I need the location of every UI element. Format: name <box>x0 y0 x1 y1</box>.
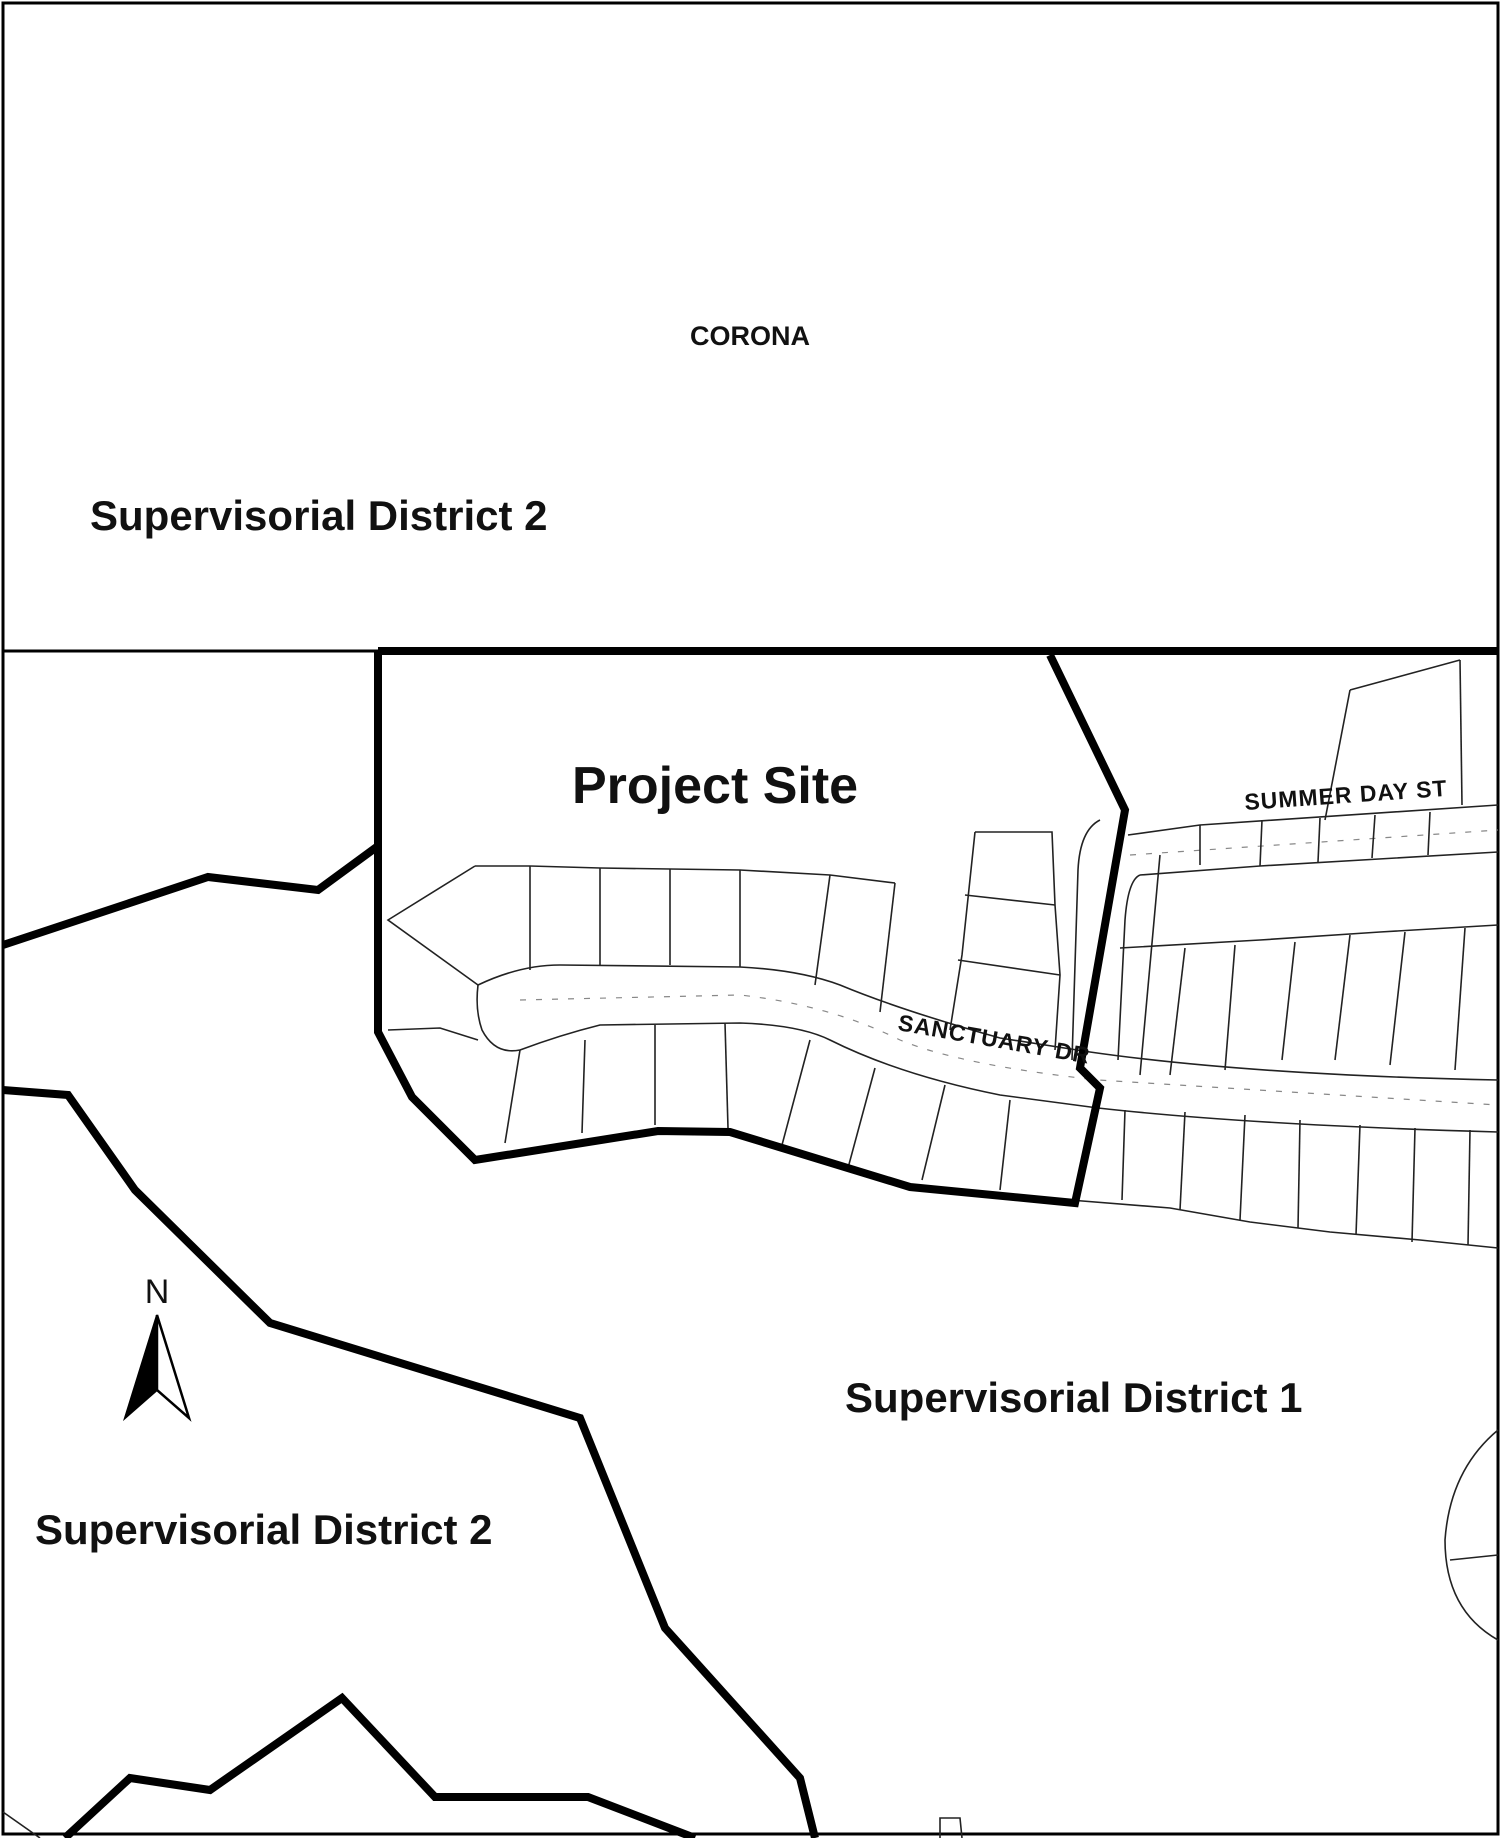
district2-bottom-label: Supervisorial District 2 <box>35 1506 493 1553</box>
west-district-boundary <box>1 842 381 949</box>
north-label: N <box>145 1273 170 1311</box>
district1-label: Supervisorial District 1 <box>845 1374 1303 1421</box>
district-boundaries <box>1 647 1498 1838</box>
sanctuary-dr-label: SANCTUARY DR <box>896 1009 1092 1068</box>
summer-day-st-label: SUMMER DAY ST <box>1244 775 1449 815</box>
southwest-district-boundary <box>2 1086 819 1838</box>
south-district-boundary <box>62 1692 697 1838</box>
north-arrow-icon: N <box>122 1273 192 1422</box>
project-site-label: Project Site <box>572 757 858 815</box>
district2-top-label: Supervisorial District 2 <box>90 492 548 539</box>
project-site-boundary <box>374 651 1130 1208</box>
parcel-lines <box>2 659 1499 1838</box>
corona-label: CORONA <box>690 321 810 351</box>
